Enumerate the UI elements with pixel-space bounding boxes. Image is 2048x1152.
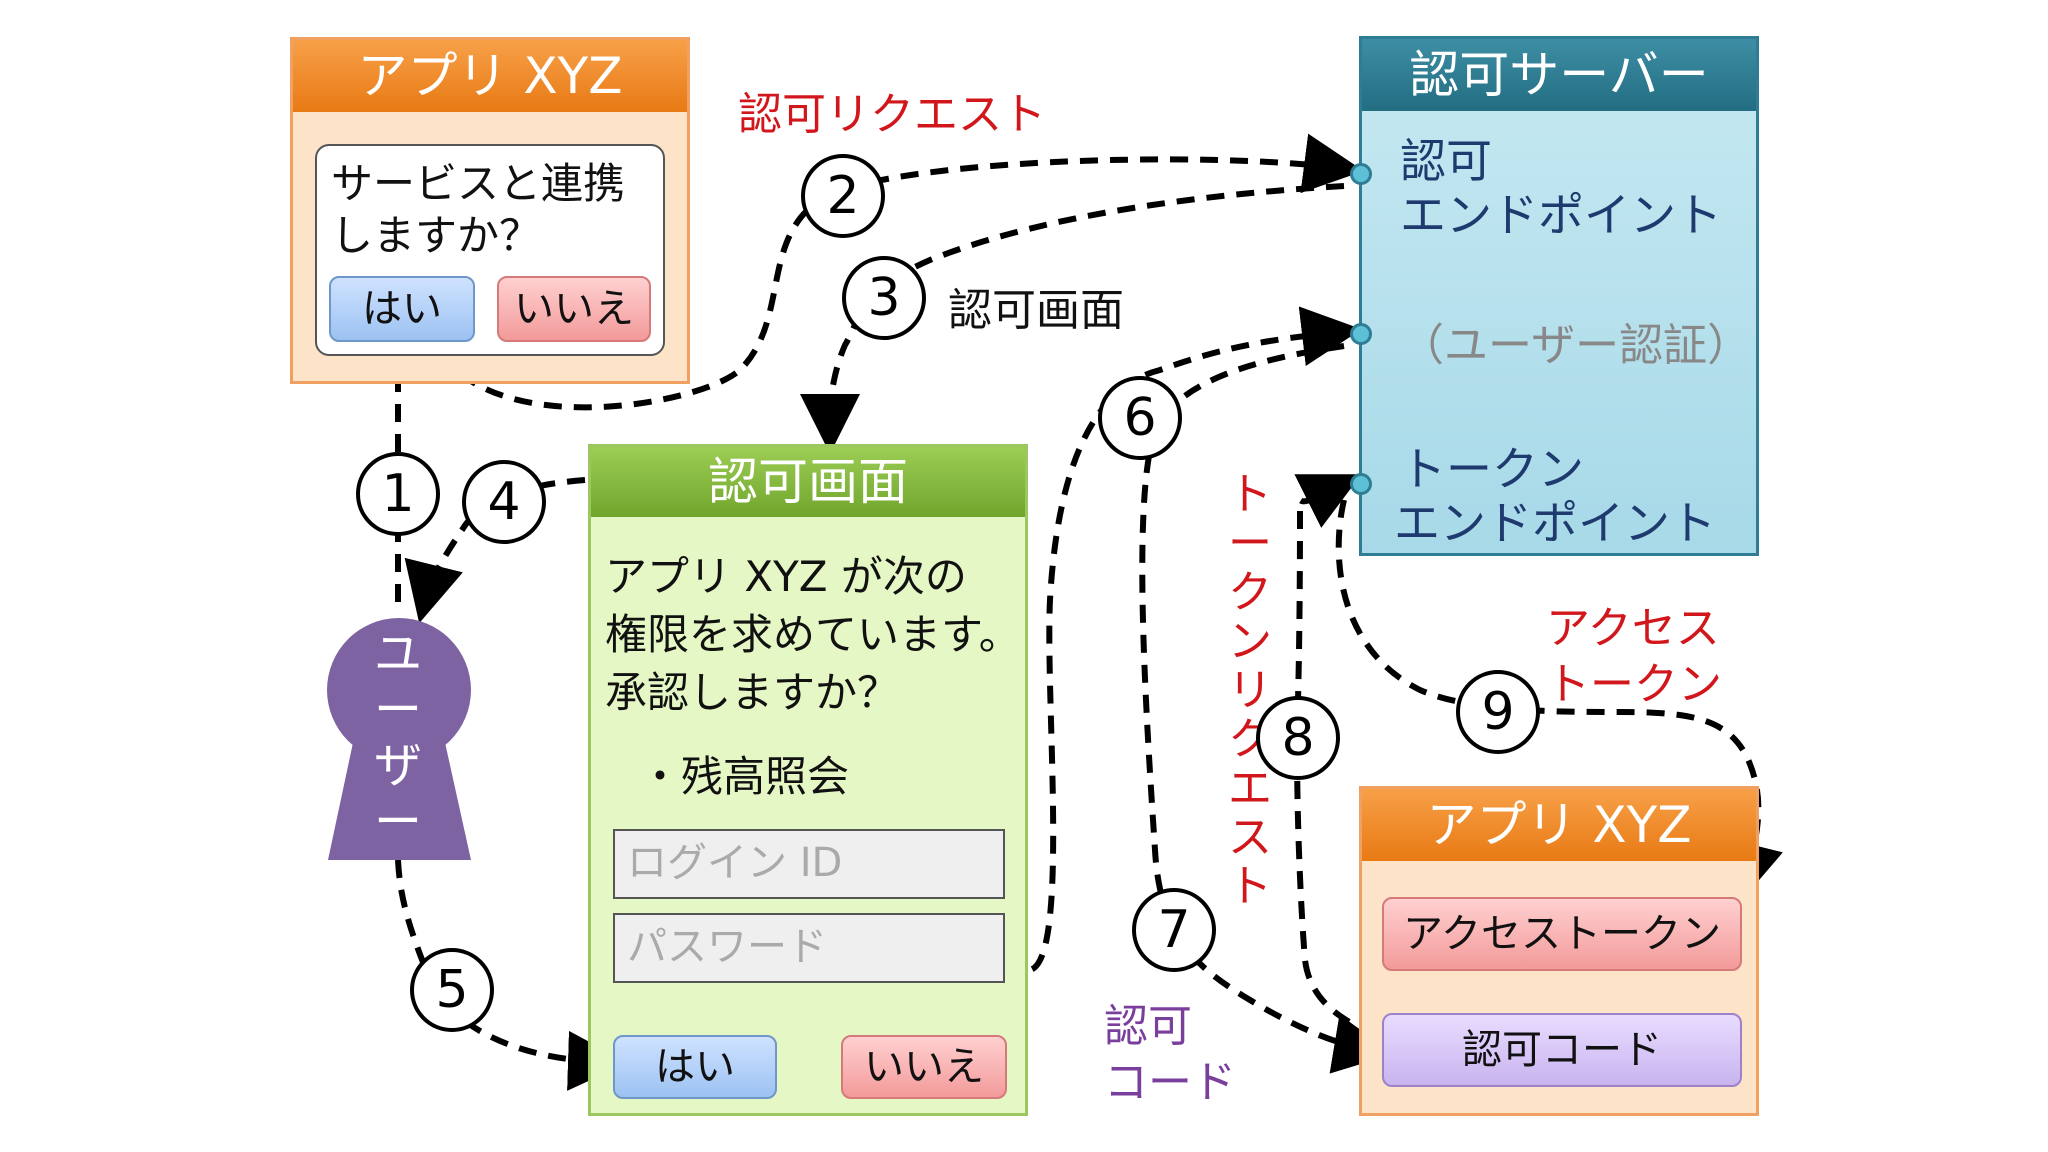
- token-endpoint-label-line1: トークン: [1400, 442, 1584, 496]
- auth-code-label-line1: 認可: [1104, 1001, 1192, 1052]
- app-xyz-bottom-panel: アプリ XYZ アクセストークン 認可コード: [1359, 786, 1759, 1116]
- user-label-char: ー: [373, 682, 422, 738]
- consent-text-line3: 承認しますか？: [605, 668, 900, 717]
- token-request-char: エ: [1228, 763, 1272, 814]
- token-request-char: ク: [1228, 567, 1272, 618]
- token-request-char: ト: [1228, 469, 1272, 520]
- dialog-yes-button[interactable]: はい: [329, 276, 475, 342]
- user-figure: [327, 618, 471, 860]
- arrow-step-7: [1139, 343, 1394, 1074]
- app-xyz-top-title: アプリ XYZ: [293, 40, 687, 112]
- user-auth-label: （ユーザー認証）: [1400, 320, 1752, 371]
- consent-yes-button[interactable]: はい: [613, 1035, 777, 1099]
- authz-request-label: 認可リクエスト: [738, 89, 1046, 140]
- user-auth-port: [1350, 323, 1372, 345]
- step-2-circle: 2: [801, 154, 885, 238]
- step-3-circle: 3: [842, 256, 926, 340]
- token-request-char: ー: [1228, 518, 1272, 569]
- consent-screen-step-label: 認可画面: [948, 285, 1124, 336]
- user-label-char: ザ: [373, 738, 422, 794]
- app-xyz-top-panel: アプリ XYZ サービスと連携 しますか？ はい いいえ: [290, 37, 690, 384]
- dialog-message-line1: サービスと連携: [331, 159, 626, 208]
- login-id-field[interactable]: ログイン ID: [613, 829, 1005, 899]
- step-8-circle: 8: [1256, 696, 1340, 780]
- auth-code-label-line2: コード: [1104, 1057, 1236, 1108]
- arrow-step-3: [800, 183, 1345, 454]
- password-field[interactable]: パスワード: [613, 913, 1005, 983]
- authorization-server-title: 認可サーバー: [1362, 39, 1756, 111]
- step-1-circle: 1: [356, 452, 440, 536]
- authorization-server-panel: 認可サーバー 認可 エンドポイント （ユーザー認証） トークン エンドポイント: [1359, 36, 1759, 556]
- token-request-char: リ: [1228, 665, 1272, 716]
- step-7-circle: 7: [1132, 888, 1216, 972]
- token-request-label: ト ー ク ン リ ク エ ス ト: [1222, 470, 1278, 911]
- connect-dialog: サービスと連携 しますか？ はい いいえ: [315, 144, 665, 356]
- access-token-label-line2: トークン: [1546, 659, 1722, 710]
- step-5-circle: 5: [410, 948, 494, 1032]
- consent-text-line1: アプリ XYZ が次の: [605, 552, 967, 601]
- dialog-message-line2: しますか？: [331, 211, 542, 260]
- dialog-no-button[interactable]: いいえ: [497, 276, 651, 342]
- authz-endpoint-port: [1350, 163, 1372, 185]
- token-endpoint-port: [1350, 473, 1372, 495]
- token-endpoint-label-line2: エンドポイント: [1394, 496, 1716, 550]
- consent-screen-panel: 認可画面 アプリ XYZ が次の 権限を求めています。 承認しますか？ ・残高照…: [588, 444, 1028, 1116]
- user-label-char: ー: [373, 794, 422, 850]
- user-label: ユ ー ザ ー: [368, 626, 428, 850]
- auth-code-item: 認可コード: [1382, 1013, 1742, 1087]
- authz-endpoint-label-line2: エンドポイント: [1400, 188, 1722, 242]
- consent-no-button[interactable]: いいえ: [841, 1035, 1007, 1099]
- step-4-circle: 4: [462, 460, 546, 544]
- step-9-circle: 9: [1456, 670, 1540, 754]
- token-request-char: ト: [1228, 861, 1272, 912]
- arrow-step-6: [778, 306, 1362, 1063]
- app-xyz-bottom-title: アプリ XYZ: [1362, 789, 1756, 861]
- authz-endpoint-label-line1: 認可: [1400, 134, 1492, 188]
- access-token-item: アクセストークン: [1382, 897, 1742, 971]
- user-label-char: ユ: [373, 626, 422, 682]
- token-request-char: ン: [1228, 616, 1272, 667]
- token-request-char: ス: [1228, 812, 1272, 863]
- scope-item: ・残高照会: [639, 752, 850, 801]
- consent-screen-title: 認可画面: [591, 447, 1025, 517]
- access-token-label-line1: アクセス: [1546, 603, 1720, 654]
- consent-text-line2: 権限を求めています。: [605, 610, 1021, 659]
- step-6-circle: 6: [1098, 376, 1182, 460]
